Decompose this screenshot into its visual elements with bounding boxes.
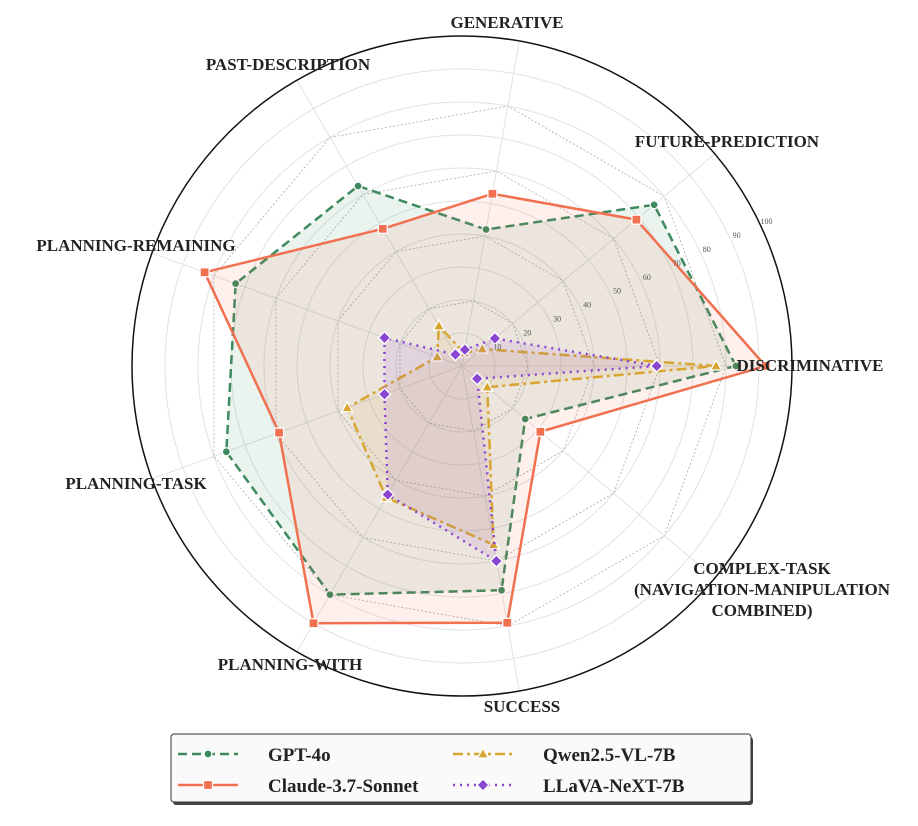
data-point bbox=[470, 371, 485, 386]
axis-label: DISCRIMINATIVE bbox=[736, 356, 883, 375]
data-point bbox=[380, 487, 395, 502]
legend-label: GPT-4o bbox=[268, 745, 331, 766]
data-point bbox=[432, 318, 446, 331]
data-point bbox=[273, 427, 285, 438]
radial-tick-label: 80 bbox=[703, 245, 711, 254]
axis-labels: DISCRIMINATIVE FUTURE-PREDICTION GENERATIV… bbox=[36, 13, 890, 716]
data-point bbox=[481, 224, 491, 235]
data-point bbox=[430, 349, 444, 362]
data-point bbox=[203, 749, 213, 759]
data-point bbox=[377, 387, 392, 402]
axis-label: PLANNING-WITH bbox=[218, 655, 363, 674]
radial-tick-label: 100 bbox=[761, 217, 773, 226]
radar-series bbox=[199, 181, 771, 629]
data-point bbox=[731, 361, 741, 371]
series-area bbox=[204, 193, 766, 624]
radial-tick-label: 60 bbox=[643, 273, 651, 282]
radial-tick-label: 90 bbox=[733, 231, 741, 240]
data-point bbox=[221, 447, 231, 457]
axis-label: SUCCESS bbox=[484, 697, 561, 716]
data-point bbox=[480, 379, 494, 392]
grid-polygon bbox=[275, 170, 661, 562]
data-point bbox=[199, 267, 210, 278]
data-point bbox=[476, 746, 490, 759]
data-point bbox=[487, 188, 498, 199]
data-point bbox=[496, 585, 507, 595]
grid-polygon bbox=[213, 105, 727, 627]
radial-tick-label: 30 bbox=[553, 315, 561, 324]
data-point bbox=[377, 223, 388, 234]
series-area bbox=[347, 325, 717, 545]
data-point bbox=[308, 618, 319, 629]
legend-label: Qwen2.5-VL-7B bbox=[543, 745, 676, 766]
axis-label: PLANNING-TASK bbox=[65, 474, 207, 493]
grid-spoke bbox=[151, 365, 463, 480]
axis-label: GENERATIVE bbox=[450, 13, 563, 32]
grid-spoke bbox=[461, 365, 716, 579]
data-point bbox=[325, 589, 335, 600]
data-point bbox=[475, 341, 489, 354]
grid-spoke bbox=[461, 40, 520, 367]
data-point bbox=[631, 214, 642, 225]
data-point bbox=[340, 400, 354, 413]
series-line bbox=[345, 323, 717, 547]
legend-box bbox=[170, 733, 752, 803]
data-point bbox=[476, 778, 490, 792]
grid-spoke bbox=[296, 79, 463, 367]
data-point bbox=[377, 330, 392, 345]
grid-spoke bbox=[296, 365, 463, 653]
data-point bbox=[520, 414, 530, 424]
legend-label: Claude-3.7-Sonnet bbox=[268, 776, 419, 797]
data-point bbox=[448, 347, 463, 362]
series-claude-3-7-sonnet bbox=[199, 188, 771, 629]
series-llava-next-7b bbox=[377, 330, 664, 568]
data-point bbox=[489, 554, 504, 568]
grid-spoke bbox=[461, 365, 520, 692]
grid-spoke bbox=[461, 153, 716, 367]
data-point bbox=[709, 358, 723, 371]
series-line bbox=[202, 192, 768, 625]
series-area bbox=[384, 337, 657, 561]
radial-tick-label: 10 bbox=[493, 343, 501, 352]
data-point bbox=[487, 331, 502, 346]
axis-label: PAST-DESCRIPTION bbox=[206, 55, 371, 74]
data-point bbox=[353, 181, 363, 191]
axis-label: FUTURE-PREDICTION bbox=[635, 132, 820, 151]
data-point bbox=[535, 426, 546, 437]
data-point bbox=[502, 617, 513, 628]
radial-tick-label: 20 bbox=[523, 329, 531, 338]
series-gpt-4o bbox=[221, 181, 741, 600]
outer-circle bbox=[131, 35, 793, 697]
data-point bbox=[649, 200, 659, 210]
axis-label: PLANNING-REMAINING bbox=[36, 236, 235, 255]
data-point bbox=[202, 779, 214, 791]
data-point bbox=[230, 278, 241, 289]
radial-tick-labels: 10 20 30 40 50 60 70 80 90 100 bbox=[493, 217, 772, 352]
legend-label: LLaVA-NeXT-7B bbox=[543, 776, 685, 797]
data-point bbox=[649, 359, 664, 373]
grid-polygon bbox=[337, 235, 595, 497]
radial-tick-label: 50 bbox=[613, 287, 621, 296]
series-area bbox=[226, 185, 736, 595]
radial-tick-label: 70 bbox=[673, 259, 681, 268]
data-point bbox=[457, 342, 472, 357]
data-point bbox=[760, 360, 771, 372]
radial-tick-label: 40 bbox=[583, 301, 591, 310]
